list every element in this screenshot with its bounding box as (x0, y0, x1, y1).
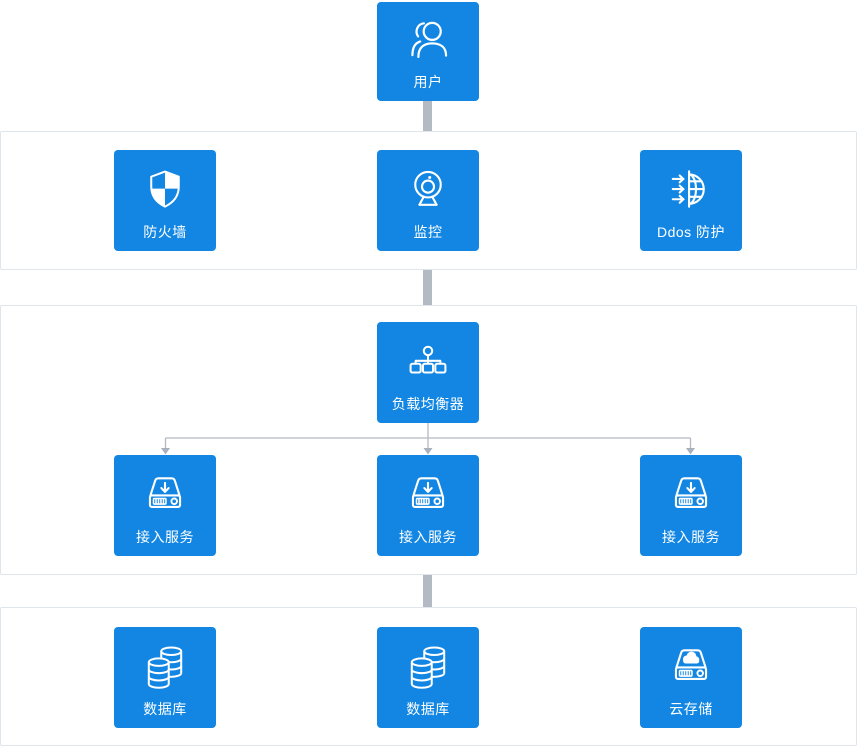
node-cloud-storage: 云存储 (640, 627, 742, 728)
database-icon (114, 627, 216, 702)
node-label: 云存储 (669, 701, 713, 717)
server-download-icon (640, 455, 742, 530)
cloud-drive-icon (640, 627, 742, 702)
users-icon (377, 2, 479, 75)
node-monitor: 监控 (377, 150, 479, 251)
sitemap-icon (377, 322, 479, 397)
node-label: 接入服务 (399, 529, 457, 545)
node-database-1: 数据库 (114, 627, 216, 728)
load-balancer-fanout-connector (161, 423, 695, 455)
connector-security-to-service (423, 270, 432, 305)
node-ddos: Ddos 防护 (640, 150, 742, 251)
node-label: 监控 (413, 224, 443, 240)
connector-user-to-security (423, 100, 432, 131)
node-access-service-1: 接入服务 (114, 455, 216, 556)
connector-service-to-storage (423, 575, 432, 607)
node-label: 负载均衡器 (391, 396, 465, 412)
node-label: 用户 (413, 74, 443, 90)
node-label: 接入服务 (662, 529, 720, 545)
node-label: 数据库 (406, 701, 450, 717)
server-download-icon (114, 455, 216, 530)
node-user: 用户 (377, 2, 479, 101)
node-label: 接入服务 (136, 529, 194, 545)
node-label: 防火墙 (143, 224, 187, 240)
server-download-icon (377, 455, 479, 530)
node-access-service-2: 接入服务 (377, 455, 479, 556)
webcam-icon (377, 150, 479, 225)
node-label: Ddos 防护 (656, 224, 726, 240)
node-firewall: 防火墙 (114, 150, 216, 251)
globe-arrows-icon (640, 150, 742, 225)
node-load-balancer: 负载均衡器 (377, 322, 479, 423)
node-access-service-3: 接入服务 (640, 455, 742, 556)
shield-icon (114, 150, 216, 225)
node-database-2: 数据库 (377, 627, 479, 728)
database-icon (377, 627, 479, 702)
node-label: 数据库 (143, 701, 187, 717)
